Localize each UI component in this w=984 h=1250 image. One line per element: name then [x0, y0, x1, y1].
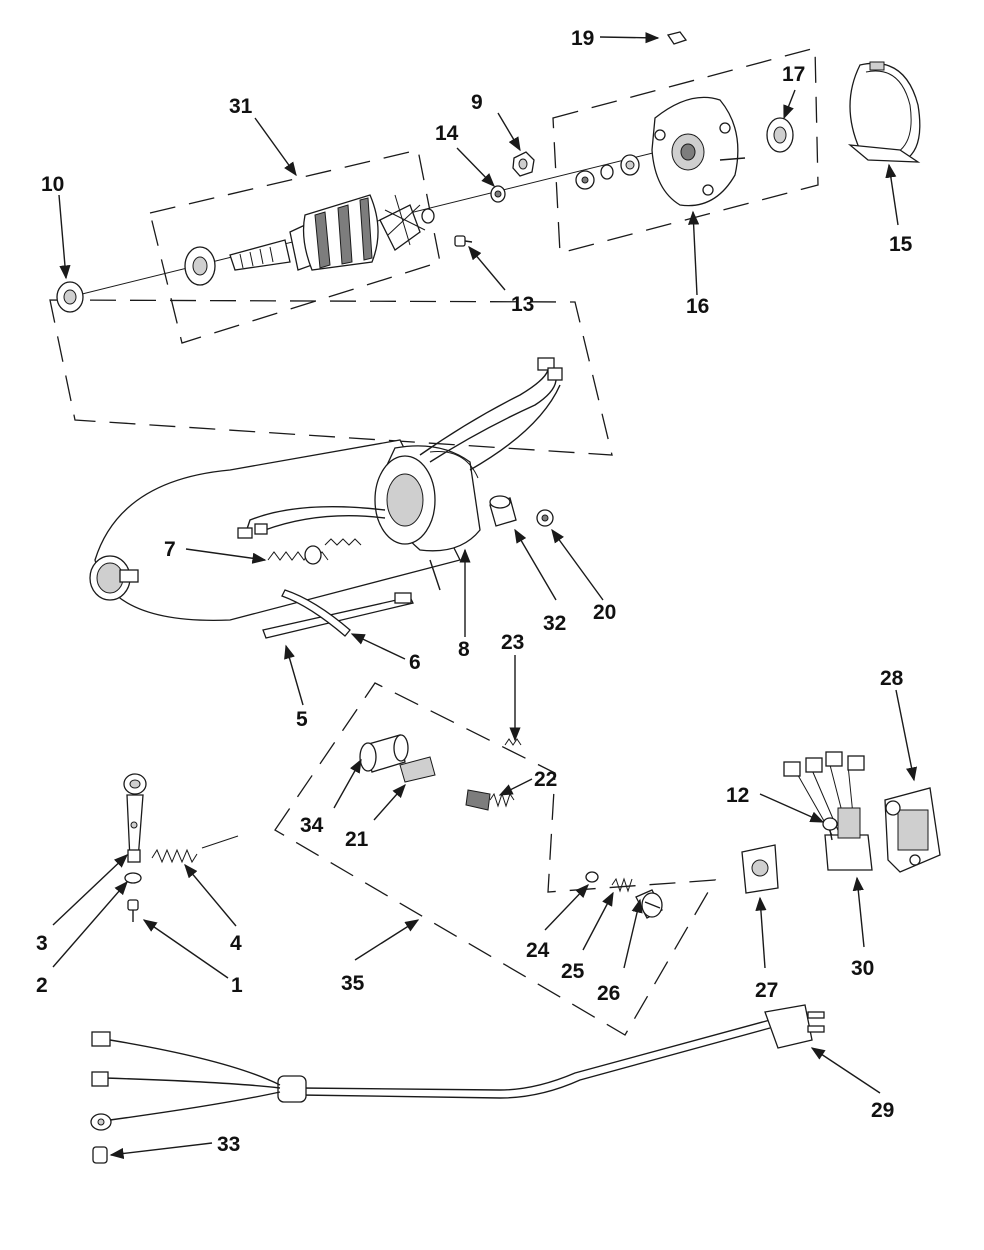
callout-30: 30 — [851, 957, 874, 980]
callout-13: 13 — [511, 293, 534, 316]
spring-25 — [611, 877, 633, 893]
screw-1 — [127, 899, 139, 922]
retaining-ring-15 — [847, 61, 921, 163]
callout-7: 7 — [164, 538, 176, 561]
armature-bearing — [184, 246, 216, 286]
brush-21 — [399, 756, 436, 783]
brush-cap-26 — [635, 889, 663, 919]
callout-23: 23 — [501, 631, 524, 654]
washer-14 — [490, 185, 506, 203]
bushing-32 — [489, 495, 517, 527]
callout-34: 34 — [300, 814, 324, 837]
brush-group-box — [274, 682, 717, 1036]
star-washer-20 — [536, 509, 554, 527]
armature-group-box — [49, 299, 613, 456]
callout-10: 10 — [41, 173, 64, 196]
callout-24: 24 — [526, 939, 550, 962]
callout-21: 21 — [345, 828, 369, 851]
bearing-17 — [766, 117, 794, 153]
field-assembly-8 — [374, 445, 481, 552]
callout-labels: 19 31 9 17 14 10 13 16 15 7 6 5 8 32 20 … — [36, 27, 913, 1156]
callout-2: 2 — [36, 974, 48, 997]
callout-20: 20 — [593, 601, 616, 624]
lock-washer — [600, 164, 614, 180]
brush-holder-34 — [359, 734, 409, 773]
screw-12 — [822, 817, 838, 841]
callout-1: 1 — [231, 974, 243, 997]
nut-9 — [512, 151, 535, 177]
bushing — [620, 154, 640, 176]
callout-16: 16 — [686, 295, 709, 318]
field-lead-wires — [237, 357, 563, 539]
callout-3: 3 — [36, 932, 48, 955]
star-washer — [575, 170, 595, 190]
callout-35: 35 — [341, 972, 365, 995]
spring-23 — [504, 738, 522, 746]
end-bell-box — [552, 47, 819, 254]
callout-17: 17 — [782, 63, 805, 86]
spring-6 — [281, 589, 351, 637]
callout-5: 5 — [296, 708, 308, 731]
callout-19: 19 — [571, 27, 594, 50]
clip-19 — [666, 31, 688, 45]
control-board-30 — [783, 751, 873, 871]
callout-25: 25 — [561, 960, 585, 983]
callout-31: 31 — [229, 95, 253, 118]
washer-2 — [124, 872, 142, 884]
spring-7 — [267, 538, 362, 565]
callout-28: 28 — [880, 667, 904, 690]
bracket-27 — [741, 844, 779, 894]
end-bell-16 — [651, 96, 746, 207]
bolt-13 — [454, 235, 473, 247]
callout-12: 12 — [726, 784, 749, 807]
callout-26: 26 — [597, 982, 620, 1005]
callout-4: 4 — [230, 932, 242, 955]
screw-33 — [92, 1146, 108, 1164]
callout-8: 8 — [458, 638, 470, 661]
speed-lever-3 — [123, 773, 147, 863]
callout-6: 6 — [409, 651, 421, 674]
callout-15: 15 — [889, 233, 913, 256]
motor-housing — [89, 439, 461, 622]
callout-32: 32 — [543, 612, 566, 635]
callout-33: 33 — [217, 1133, 240, 1156]
lever-5 — [262, 592, 414, 639]
power-cord-29 — [90, 1004, 825, 1131]
brush-spring-22 — [465, 789, 515, 811]
washer-10 — [56, 281, 84, 313]
switch-28 — [884, 787, 941, 873]
armature-assembly-box — [149, 149, 441, 344]
callout-14: 14 — [435, 122, 459, 145]
armature-31 — [229, 194, 435, 271]
callout-27: 27 — [755, 979, 778, 1002]
callout-9: 9 — [471, 91, 483, 114]
leader-arrows — [52, 32, 918, 1160]
cap-24 — [585, 871, 599, 883]
spring-4 — [151, 835, 239, 864]
callout-22: 22 — [534, 768, 557, 791]
callout-29: 29 — [871, 1099, 894, 1122]
